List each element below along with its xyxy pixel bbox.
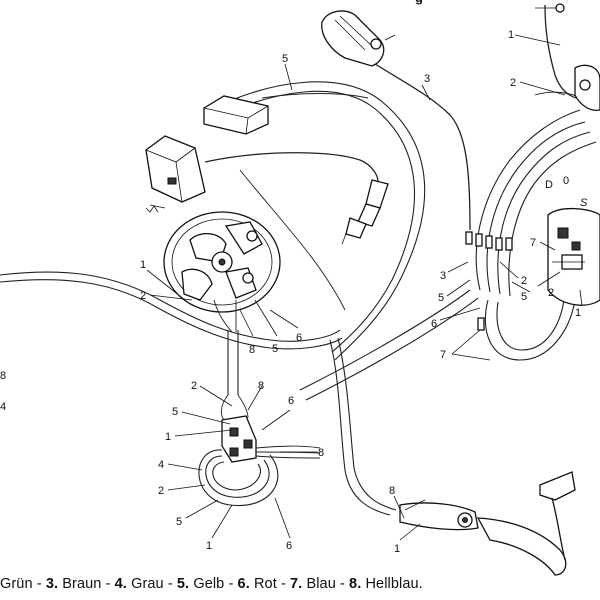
callout: 5 — [521, 291, 527, 303]
callout: S — [580, 197, 588, 209]
legend-number: 6. — [237, 576, 254, 592]
callout: 2 — [510, 77, 516, 89]
callout: 8 — [389, 485, 395, 497]
callout: 5 — [176, 516, 182, 528]
callout: 2 — [548, 287, 554, 299]
callout: 1 — [575, 307, 581, 319]
callout: D — [545, 179, 553, 191]
leader-lines — [146, 34, 583, 541]
callout: 1 — [140, 259, 146, 271]
legend-number: 7. — [290, 576, 307, 592]
regulator-box — [203, 95, 269, 135]
legend-number: 8. — [349, 576, 366, 592]
legend-color-name: Grau — [131, 576, 164, 592]
legend-color-name: Blau — [306, 576, 336, 592]
legend-separator: - — [163, 576, 177, 592]
main-harness — [0, 61, 479, 516]
callout: 1 — [206, 540, 212, 552]
hand-lever — [399, 471, 576, 576]
callout: 5 — [172, 406, 178, 418]
spark-plug — [341, 179, 389, 245]
callout: 6 — [431, 318, 437, 330]
legend-color-name: Braun — [62, 576, 102, 592]
legend-color-name: Grün — [0, 576, 33, 592]
partial-title: g — [415, 0, 423, 5]
callout: 8 — [318, 447, 324, 459]
top-right-switch — [535, 3, 600, 111]
callout: 4 — [0, 401, 6, 413]
legend-separator: - — [335, 576, 350, 592]
legend-separator: - — [224, 576, 238, 592]
color-legend: Grün - 3. Braun - 4. Grau - 5. Gelb - 6.… — [0, 576, 600, 598]
legend-color-name: Gelb — [193, 576, 225, 592]
legend-separator: - — [276, 576, 291, 592]
ignition-coil — [321, 10, 396, 67]
callout: 5 — [282, 53, 288, 65]
callout: 2 — [140, 290, 146, 302]
callout: 8 — [0, 370, 6, 382]
callout: 5 — [438, 292, 444, 304]
legend-separator: - — [32, 576, 46, 592]
callout: 0 — [563, 175, 569, 187]
callout: 1 — [165, 431, 171, 443]
callout: 8 — [258, 380, 264, 392]
callout: 7 — [440, 349, 446, 361]
callout: 2 — [158, 485, 164, 497]
callout: 7 — [530, 237, 536, 249]
legend-color-name: Hellblau. — [365, 576, 423, 592]
callout: 2 — [521, 275, 527, 287]
legend-number: 3. — [45, 576, 63, 592]
callout: 5 — [272, 343, 278, 355]
callout: 6 — [286, 540, 292, 552]
lower-junction — [198, 394, 321, 507]
callout: 1 — [394, 543, 400, 555]
legend-number: 5. — [176, 576, 194, 592]
callout: 2 — [191, 380, 197, 392]
callout: 4 — [158, 459, 164, 471]
stator-plate — [163, 211, 281, 333]
connector-bundle-right — [465, 231, 513, 331]
legend-number: 4. — [114, 576, 132, 592]
callout: 3 — [440, 270, 446, 282]
callout: 3 — [424, 73, 430, 85]
handlebar-switch — [547, 207, 600, 306]
callout: 6 — [296, 332, 302, 344]
callout: 6 — [288, 395, 294, 407]
legend-color-name: Rot — [253, 576, 277, 592]
callout: 1 — [508, 29, 514, 41]
callout-labels: 1 2 3 5 1 2 8 5 6 2 8 5 6 1 8 4 2 5 1 6 … — [0, 29, 588, 555]
legend-separator: - — [101, 576, 115, 592]
callout: 8 — [249, 344, 255, 356]
coil-unit — [145, 135, 206, 213]
